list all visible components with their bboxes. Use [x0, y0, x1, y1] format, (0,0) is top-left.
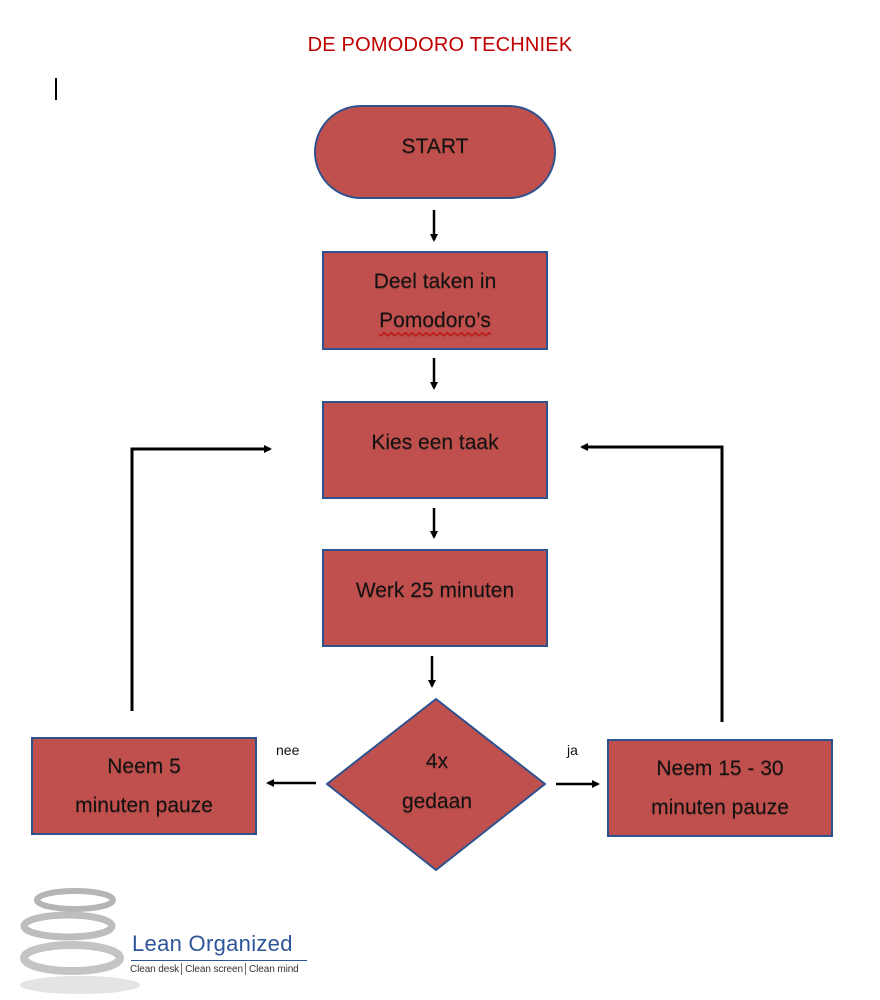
short-break-line1: Neem 5	[107, 755, 181, 778]
divide-tasks-node: Deel taken in Pomodoro’s	[322, 251, 548, 350]
choose-task-node: Kies een taak	[322, 401, 548, 499]
loop-left	[130, 445, 272, 711]
choose-task-label: Kies een taak	[371, 431, 499, 454]
logo-divider	[131, 960, 307, 961]
logo-tagline: Clean desk│Clean screen│Clean mind	[130, 964, 299, 975]
decision-diamond	[325, 697, 547, 872]
edge-label-yes: ja	[567, 742, 578, 758]
logo-stones-icon	[20, 888, 140, 994]
edge-label-no: nee	[276, 742, 300, 758]
logo-name: Lean Organized	[132, 931, 293, 956]
divide-tasks-line1: Deel taken in	[373, 269, 497, 293]
decision-label: 4x gedaan	[330, 742, 544, 822]
long-break-line2: minuten pauze	[651, 796, 789, 819]
text-cursor	[55, 78, 57, 100]
start-label: START	[401, 135, 469, 158]
work-label: Werk 25 minuten	[355, 579, 515, 602]
decision-line1: 4x	[425, 750, 449, 773]
short-break-line2: minuten pauze	[75, 794, 213, 817]
long-break-line1: Neem 15 - 30	[656, 757, 784, 780]
short-break-node: Neem 5 minuten pauze	[31, 737, 257, 835]
page-title: DE POMODORO TECHNIEK	[307, 34, 573, 56]
decision-line2: gedaan	[401, 790, 473, 813]
start-node: START	[314, 105, 556, 199]
work-node: Werk 25 minuten	[322, 549, 548, 647]
divide-tasks-line2: Pomodoro’s	[379, 308, 491, 332]
loop-right	[580, 443, 724, 722]
long-break-node: Neem 15 - 30 minuten pauze	[607, 739, 833, 837]
